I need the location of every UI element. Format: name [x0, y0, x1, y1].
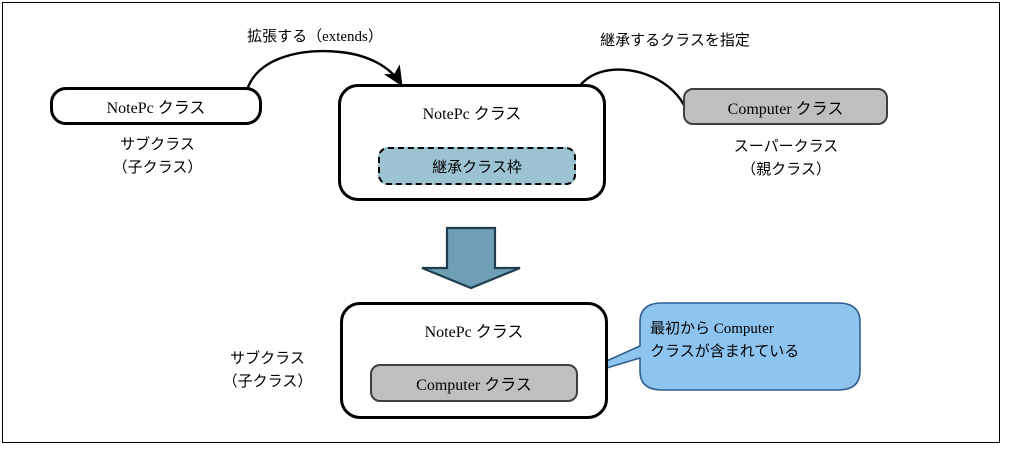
edge-label-specify-superclass: 継承するクラスを指定 — [600, 33, 750, 49]
diagram-frame — [2, 2, 1000, 443]
notepc-class-container-bottom[interactable]: NotePc クラス Computer クラス — [340, 302, 608, 419]
callout-bubble-text: 最初から Computer クラスが含まれている — [650, 318, 850, 363]
subclass-caption-bottom-line1: サブクラス — [230, 351, 305, 367]
notepc-class-container-top-title: NotePc クラス — [422, 106, 522, 123]
callout-bubble-line1: 最初から Computer — [650, 321, 774, 337]
subclass-caption-bottom-line2: （子クラス） — [222, 374, 313, 391]
superclass-caption: スーパークラス （親クラス） — [700, 136, 872, 183]
computer-class-box-top[interactable]: Computer クラス — [683, 88, 888, 125]
edge-label-extends: 拡張する（extends） — [247, 29, 383, 45]
callout-bubble-line2: クラスが含まれている — [650, 343, 800, 360]
subclass-caption-top-line1: サブクラス — [120, 137, 195, 153]
subclass-caption-top-line2: （子クラス） — [112, 160, 203, 177]
notepc-class-container-top[interactable]: NotePc クラス 継承クラス枠 — [338, 84, 606, 201]
notepc-class-container-bottom-title: NotePc クラス — [424, 324, 524, 341]
subclass-caption-bottom: サブクラス （子クラス） — [185, 348, 350, 395]
subclass-caption-top: サブクラス （子クラス） — [75, 134, 240, 181]
superclass-caption-line1: スーパークラス — [733, 139, 839, 155]
computer-class-box-bottom[interactable]: Computer クラス — [370, 364, 578, 402]
superclass-caption-line2: （親クラス） — [741, 162, 831, 179]
notepc-class-box-left[interactable]: NotePc クラス — [50, 87, 262, 125]
inheritance-slot-box[interactable]: 継承クラス枠 — [378, 147, 576, 185]
